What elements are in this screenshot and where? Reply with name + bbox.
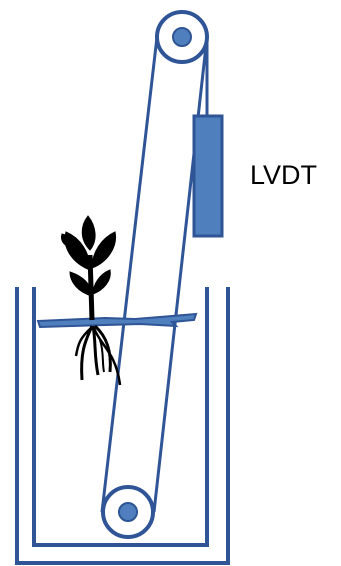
- lvdt-label: LVDT: [250, 160, 317, 190]
- cable-left: [100, 36, 159, 513]
- plant-icon: [61, 215, 122, 386]
- inner-vessel: [32, 287, 209, 547]
- lvdt-body: [192, 114, 224, 238]
- top-pulley-icon: [155, 10, 209, 64]
- bottom-pulley-icon: [101, 485, 155, 539]
- outer-vessel: [15, 287, 230, 565]
- cable-right: [152, 36, 209, 513]
- floating-platform: [36, 312, 198, 329]
